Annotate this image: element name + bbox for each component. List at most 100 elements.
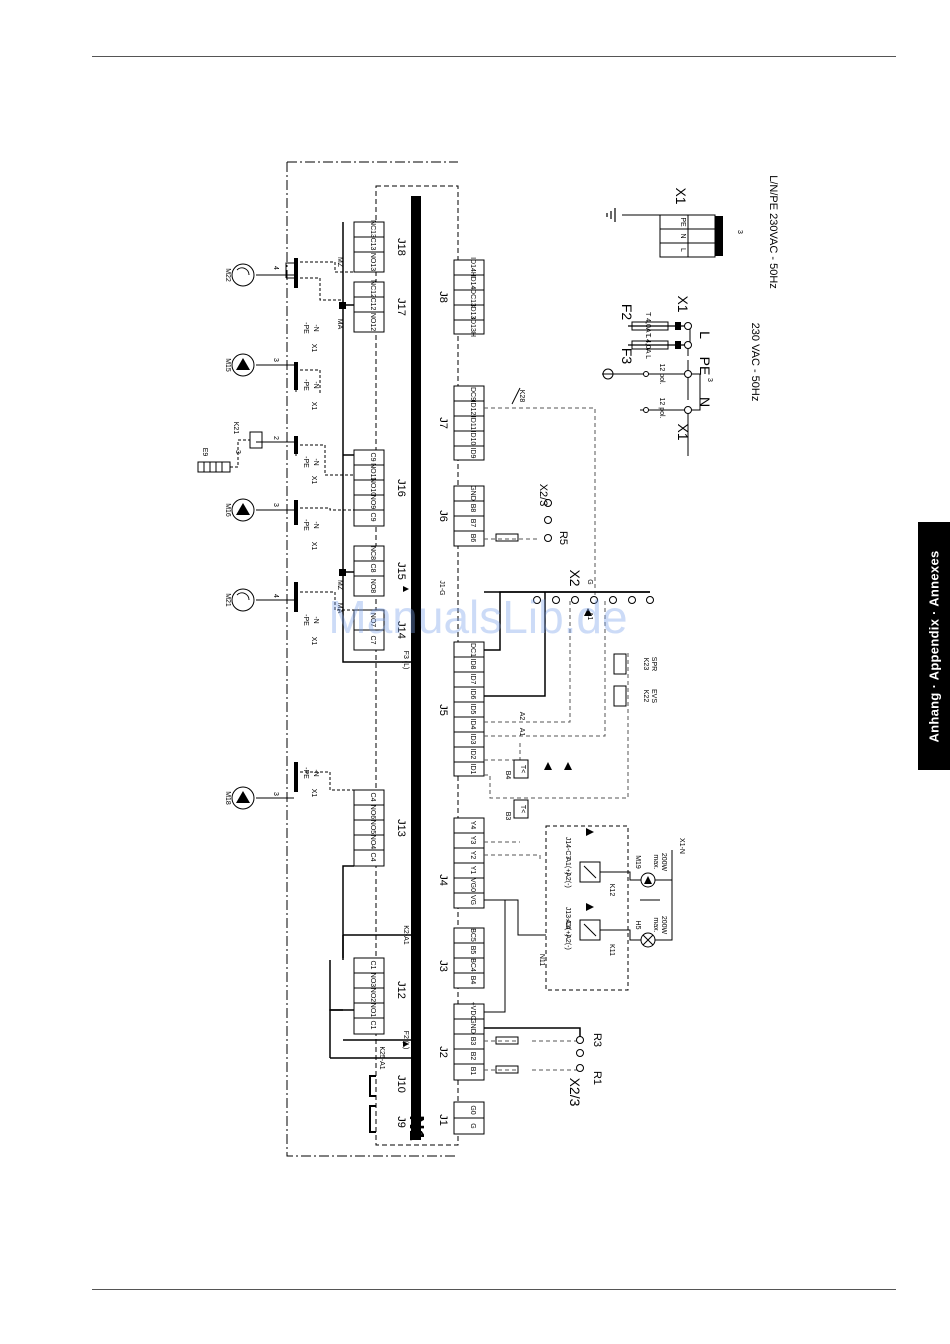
j2-pin-4: B2 <box>469 1052 476 1061</box>
x1-label-bottom: X1 <box>675 423 691 440</box>
l-label: L <box>697 331 713 339</box>
j4-pin-3: Y2 <box>469 851 476 860</box>
b3-sensor-icon <box>513 799 529 819</box>
x2-label: X2 <box>567 569 583 586</box>
j16-pin-2: NO11 <box>369 463 376 481</box>
j2-pin-3: B3 <box>469 1037 476 1046</box>
f3-fuse-icon <box>631 340 669 350</box>
wire-count-4: 3 <box>272 503 279 507</box>
j7-pin-3: ID11 <box>469 416 476 430</box>
mz-label-2: MZ <box>336 580 343 591</box>
k21-label: K21 <box>232 422 239 435</box>
m18-label: M18 <box>224 791 231 805</box>
j4-pin-4: Y1 <box>469 866 476 875</box>
b4-label: B4 <box>504 771 511 780</box>
j16-pin-3: NO10 <box>369 478 376 496</box>
x1pe-label-3: -PE <box>302 519 309 531</box>
j6-label: J6 <box>437 510 449 522</box>
j12-label: J12 <box>395 981 407 999</box>
j5-pin-7: ID3 <box>469 734 476 745</box>
j16-pin-4: NO9 <box>369 495 376 510</box>
j9-jumper <box>369 1105 376 1133</box>
k25a1-label: K25-A1 <box>378 1046 385 1069</box>
j2-pin-2: GND <box>469 1018 476 1034</box>
k23-label: K23 <box>642 658 649 671</box>
a1-label-2: A1 <box>518 728 525 737</box>
m21-pump-icon <box>231 588 255 612</box>
k22-label: K22 <box>642 690 649 703</box>
j14-pin-2: C7 <box>369 636 376 645</box>
m16-pump-icon <box>231 498 255 522</box>
x1-label-supply: X1 <box>673 187 689 204</box>
j2-block <box>453 1003 485 1081</box>
g-label: G <box>586 579 593 584</box>
wire-main-left <box>342 222 411 663</box>
j9-label: J9 <box>395 1116 407 1128</box>
n1-label: N1 <box>405 1115 427 1141</box>
j8-pin-3: IDC13 <box>469 287 476 307</box>
j5-pin-2: ID8 <box>469 659 476 670</box>
m22-label: M22 <box>224 268 231 282</box>
h5-max-label: max. <box>652 917 659 932</box>
j5-pin-8: ID2 <box>469 749 476 760</box>
j6-pin-4: B6 <box>469 534 476 543</box>
x1-supply-pin-n: N <box>679 233 686 238</box>
section-tab[interactable]: Anhang · Appendix · Annexes <box>918 522 950 770</box>
j8-label: J8 <box>437 291 449 303</box>
j7-pin-5: ID9 <box>469 448 476 459</box>
b4-sensor-icon <box>513 759 529 779</box>
j12-pin-3: NO2 <box>369 988 376 1003</box>
j8-block <box>453 259 485 335</box>
m22-pump-icon <box>231 263 255 287</box>
f3-rating: T 4,0A L <box>644 333 651 359</box>
m21-label: M21 <box>224 593 231 607</box>
j18-label: J18 <box>395 238 407 256</box>
f2-fuse-icon <box>631 321 669 331</box>
n11-box <box>545 825 629 991</box>
x1n-label-5: -N <box>312 769 319 776</box>
j13-block <box>353 789 385 867</box>
supply-lnpe: L/N/PE 230VAC - 50Hz <box>767 175 779 289</box>
j8-pin-4: ID13 <box>469 305 476 320</box>
j17-pin-3: NO12 <box>369 313 376 331</box>
j13-pin-2: NO6 <box>369 805 376 820</box>
m15-pump-icon <box>231 353 255 377</box>
k23-relay-icon <box>613 653 627 675</box>
k21-relay-icon <box>249 431 263 449</box>
j18-pin-3: NO13 <box>369 253 376 271</box>
a2-label: A2 <box>518 712 525 721</box>
j16-label: J16 <box>395 479 407 497</box>
enclosure-left <box>286 162 458 1157</box>
j18-block <box>353 221 385 273</box>
n1-bus-bar <box>411 196 421 1140</box>
j2-label: J2 <box>437 1046 449 1058</box>
j1-pin-2: G <box>469 1123 476 1128</box>
x23-label-2: X2/3 <box>567 1078 583 1107</box>
mz-label-1: MZ <box>336 257 343 268</box>
x1-label-d: X1 <box>310 637 317 646</box>
j5-pin-6: ID4 <box>469 719 476 730</box>
a1plus-label-2: A1(+) <box>564 919 571 936</box>
f3l-label: F3 (L) <box>402 651 409 670</box>
r5-label: R5 <box>557 531 569 545</box>
x1pe-label-2: -PE <box>302 379 309 391</box>
j15-pin-2: C8 <box>369 564 376 573</box>
j7-pin-2: ID12 <box>469 401 476 416</box>
j5-pin-9: ID1 <box>469 764 476 775</box>
j14-label: J14 <box>395 621 407 639</box>
x1-label-a: X1 <box>310 344 317 353</box>
ma-label-1: MA <box>336 319 343 330</box>
evs-label: EVS <box>650 689 657 703</box>
j15-pin-1: NC8 <box>369 546 376 560</box>
j13-pin-5: C4 <box>369 853 376 862</box>
k2a1-label: K2-A1 <box>402 925 409 945</box>
j8-pin-1: ID14H <box>469 257 476 277</box>
wire-count-1: 4 <box>272 266 279 270</box>
j3-pin-4: B4 <box>469 976 476 985</box>
m19-w-label: 200W <box>660 853 667 872</box>
x1-label-c: X1 <box>310 542 317 551</box>
j5-pin-1: IDC1 <box>469 641 476 657</box>
j5-pin-5: ID5 <box>469 704 476 715</box>
j1g-label: J1-G <box>438 580 445 595</box>
